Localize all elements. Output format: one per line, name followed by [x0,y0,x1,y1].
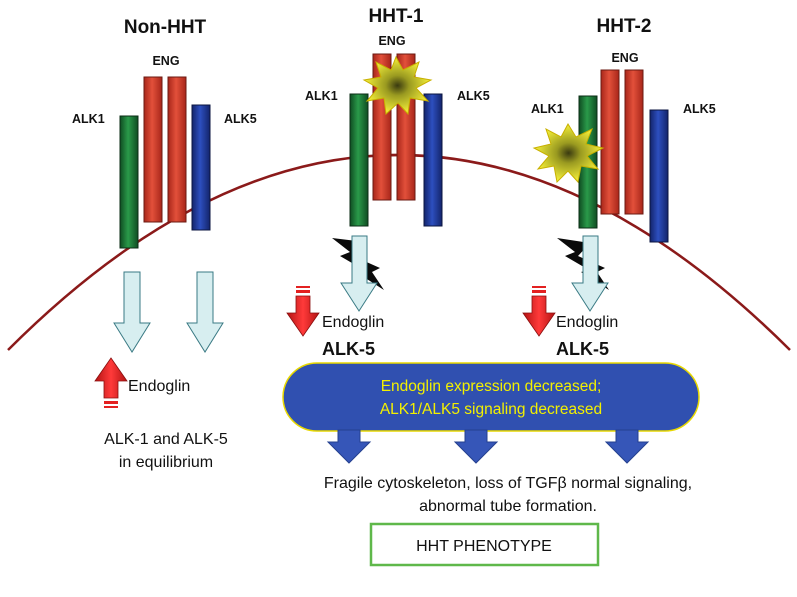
hht1-alk5-receptor [423,93,443,227]
hht2-signal-arrow [571,235,609,312]
hht2-eng-label: ENG [611,51,638,65]
summary-ellipse [282,362,700,432]
phenotype-label: HHT PHENOTYPE [416,538,552,555]
hht2-alk5-text: ALK-5 [556,339,609,359]
non-hht-eng-receptor-left [143,76,163,223]
non-hht-alk1-label: ALK1 [72,112,105,126]
effect-arrow-center [453,429,499,464]
non-hht-alk5-label: ALK5 [224,112,257,126]
hht1-endoglin-down-arrow [286,286,320,337]
non-hht-endoglin-label: Endoglin [128,378,190,395]
hht2-endoglin-label: Endoglin [556,314,618,331]
non-hht-alk1-receptor [119,115,139,249]
non-hht-endoglin-up-arrow [94,357,128,408]
non-hht-alk1-signal-arrow [113,271,151,353]
hht1-title: HHT-1 [369,6,424,27]
non-hht-title: Non-HHT [124,17,207,38]
non-hht-summary-line1: ALK-1 and ALK-5 [104,431,228,448]
hht2-eng-receptor-left [600,69,620,215]
non-hht-eng-receptor-right [167,76,187,223]
consequence-line2: abnormal tube formation. [419,498,597,515]
effect-arrow-right [604,429,650,464]
hht1-alk5-text: ALK-5 [322,339,375,359]
hht1-alk1-receptor [349,93,369,227]
non-hht-eng-label: ENG [152,54,179,68]
consequence-line1: Fragile cytoskeleton, loss of TGFβ norma… [324,475,692,492]
hht2-alk5-label: ALK5 [683,102,716,116]
hht1-alk5-label: ALK5 [457,89,490,103]
summary-ellipse-line2: ALK1/ALK5 signaling decreased [380,401,602,418]
phenotype-box [369,522,600,567]
hht1-eng-label: ENG [378,34,405,48]
hht2-mutation-starburst [532,122,605,184]
hht1-signal-arrow [340,235,378,312]
hht2-endoglin-down-arrow [522,286,556,337]
hht1-alk1-label: ALK1 [305,89,338,103]
hht2-title: HHT-2 [597,16,652,37]
hht2-eng-receptor-right [624,69,644,215]
non-hht-alk5-signal-arrow [186,271,224,353]
non-hht-alk5-receptor [191,104,211,231]
hht1-mutation-starburst [362,55,433,116]
hht2-alk5-receptor [649,109,669,243]
effect-arrow-left [326,429,372,464]
non-hht-summary-line2: in equilibrium [119,454,213,471]
hht2-alk1-label: ALK1 [531,102,564,116]
summary-ellipse-line1: Endoglin expression decreased; [381,378,602,395]
hht1-endoglin-label: Endoglin [322,314,384,331]
